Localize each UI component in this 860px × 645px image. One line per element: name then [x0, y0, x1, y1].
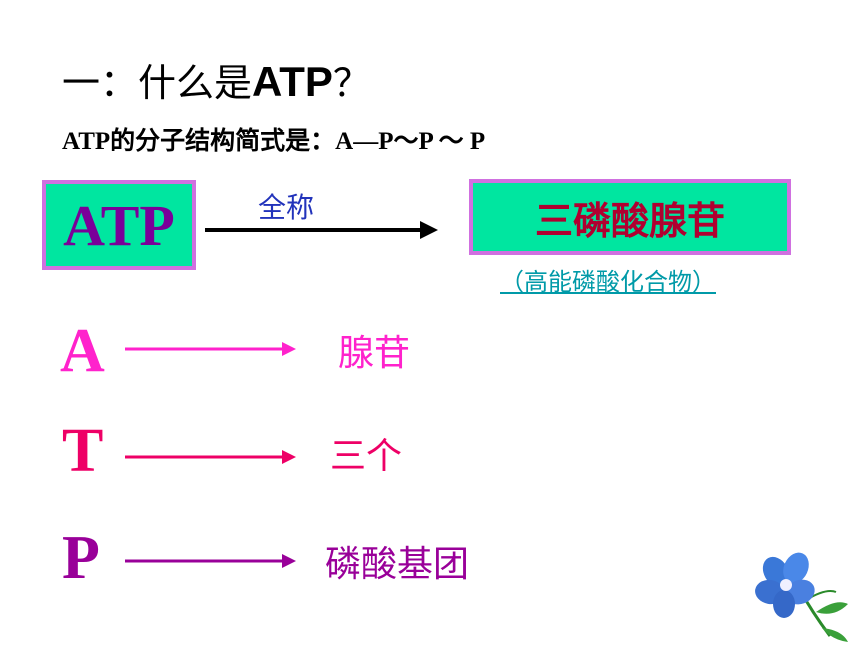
- letter-p: P: [62, 524, 100, 592]
- arrow-a: [125, 342, 296, 356]
- arrow-t: [125, 450, 296, 464]
- title-suffix: ？: [332, 61, 371, 105]
- arrow-label: 全称: [258, 191, 315, 224]
- letter-a: A: [60, 317, 105, 385]
- meaning-a: 腺苷: [338, 333, 411, 374]
- meaning-t: 三个: [330, 436, 403, 477]
- title-atp: ATP: [252, 58, 333, 105]
- full-name-box: 三磷酸腺苷: [469, 179, 791, 255]
- blue-flower-icon: [755, 552, 848, 642]
- atp-box: ATP: [42, 180, 196, 270]
- letter-t: T: [62, 417, 104, 485]
- structure-formula: ATP的分子结构简式是：A—P～P ～ P: [62, 128, 486, 155]
- arrow-p: [125, 554, 296, 568]
- main-arrow: [205, 221, 438, 239]
- slide-title: 一：什么是ATP？: [62, 52, 371, 107]
- title-prefix: 一：什么是: [62, 61, 253, 105]
- full-name-note: （高能磷酸化合物）: [500, 268, 716, 296]
- meaning-p: 磷酸基团: [325, 544, 470, 585]
